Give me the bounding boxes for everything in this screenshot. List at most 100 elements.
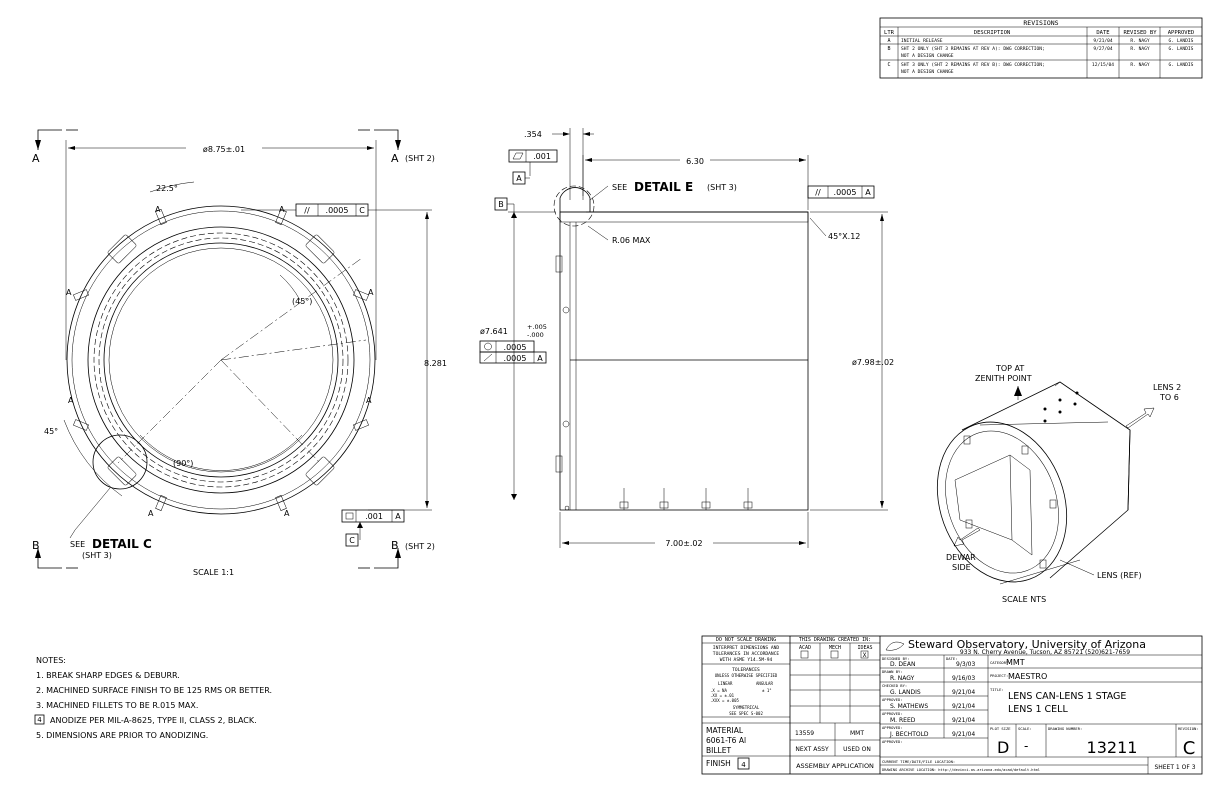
note-item: 3. MACHINED FILLETS TO BE R.015 MAX. (36, 701, 198, 710)
note-item: 1. BREAK SHARP EDGES & DEBURR. (36, 671, 180, 680)
ideas-checkmark: X (863, 652, 867, 659)
file-location-label: CURRENT TIME/DATE/FILE LOCATION: (882, 759, 955, 764)
tol-angular: ± 1° (762, 688, 772, 693)
note-item: 5. DIMENSIONS ARE PRIOR TO ANODIZING. (36, 731, 208, 740)
rev-row-approved: G. LANDIS (1169, 38, 1194, 44)
tol-xx: .XX = ±.01 (710, 693, 735, 698)
rev-row-desc-2: NOT A DESIGN CHANGE (901, 69, 954, 75)
note-item: ANODIZE PER MIL-A-8625, TYPE II, CLASS 2… (50, 716, 257, 725)
to-6-label: TO 6 (1159, 393, 1179, 402)
see-detail-c-prefix: SEE (70, 540, 85, 549)
rev-row-by: R. NAGY (1130, 62, 1150, 68)
finish-flag: 4 (741, 761, 746, 769)
interpret-line-1: INTERPRET DIMENSIONS AND (713, 645, 780, 651)
next-assy-number: 13559 (795, 730, 814, 737)
unless-specified: UNLESS OTHERWISE SPECIFIED (715, 673, 778, 678)
angle-45-paren: (45°) (292, 297, 312, 306)
side-flatness-value: .001 (533, 152, 551, 161)
leader-a: A (66, 288, 72, 297)
approved-1-date: 9/21/04 (952, 703, 975, 710)
designed-by: D. DEAN (890, 661, 915, 668)
top-at-label: TOP AT (995, 364, 1024, 373)
iso-scale-label: SCALE NTS (1002, 595, 1046, 604)
rev-header-ltr: LTR (884, 30, 895, 36)
approved-2-label: APPROVED: (882, 711, 903, 716)
scale-label: SCALE: (1018, 726, 1032, 731)
chamfer-45x12: 45°X.12 (828, 232, 860, 241)
angular-label: ANGULAR (756, 681, 773, 686)
leader-a: A (284, 509, 290, 518)
runout-value: .0005 (504, 354, 527, 363)
inner-diameter-7641: ø7.641 (480, 327, 508, 336)
scale-value: - (1024, 739, 1028, 753)
tolerances-heading: TOLERANCES (732, 667, 760, 673)
detail-c-label: DETAIL C (92, 537, 152, 551)
drawing-title-2: LENS 1 CELL (1008, 704, 1068, 715)
plot-size: D (997, 738, 1009, 757)
rev-header-date: DATE (1096, 30, 1109, 36)
lens-ref-label: LENS (REF) (1097, 571, 1142, 580)
drawn-by-label: DRAWN BY: (882, 669, 903, 674)
inner-diameter-tol-lower: -.000 (527, 331, 544, 339)
circularity-value: .0005 (504, 343, 527, 352)
linear-label: LINEAR (718, 681, 733, 686)
notes-title: NOTES: (36, 656, 66, 665)
section-b-sheet-ref: (SHT 2) (405, 542, 435, 551)
project: MAESTRO (1008, 672, 1047, 681)
length-700: 7.00±.02 (665, 539, 702, 548)
leader-a: A (155, 205, 161, 214)
revision-label: REVISION: (1178, 726, 1199, 731)
created-in: THIS DRAWING CREATED IN: (799, 637, 871, 643)
used-on-value: MMT (850, 730, 864, 737)
runout-datum: A (537, 354, 543, 363)
side-parallelism-symbol: // (815, 188, 821, 197)
archive-location: DRAWING ARCHIVE LOCATION: http://devinci… (882, 768, 1040, 772)
ideas-label: IDEAS (857, 645, 872, 651)
approved-3-date: 9/21/04 (952, 731, 975, 738)
material-label: MATERIAL (706, 726, 744, 735)
symmetrical: SYMMETRICAL (733, 705, 760, 710)
section-label-b-right: B (391, 539, 399, 552)
rev-row-date: 9/21/04 (1093, 38, 1113, 44)
parallelism-datum: C (359, 206, 365, 215)
rev-row-desc: SHT 3 ONLY (SHT 2 REMAINS AT REV B): DWG… (901, 62, 1045, 68)
rev-row-date: 9/27/04 (1093, 46, 1113, 52)
approved-1-label: APPROVED: (882, 697, 903, 702)
rev-row-desc-2: NOT A DESIGN CHANGE (901, 53, 954, 59)
leader-a: A (368, 288, 374, 297)
revision-letter: C (1183, 738, 1196, 759)
material-spec: 6061-T6 Al (706, 736, 746, 745)
rev-row-ltr: C (887, 62, 890, 68)
designed-by-label: DESIGNED BY: (882, 656, 909, 661)
rev-row-desc: SHT 2 ONLY (SHT 3 REMAINS AT REV A): DWG… (901, 46, 1045, 52)
side-parallelism-value: .0005 (834, 188, 857, 197)
drawing-number: 13211 (1087, 738, 1138, 757)
mech-label: MECH (829, 645, 841, 651)
approved-4-label: APPROVED: (882, 739, 903, 744)
detail-e-sheet-ref: (SHT 3) (707, 183, 737, 192)
drawing-title-1: LENS CAN-LENS 1 STAGE (1008, 691, 1126, 702)
revisions-table: REVISIONS LTR DESCRIPTION DATE REVISED B… (879, 17, 1203, 79)
angle-22-5: 22.5° (156, 184, 178, 193)
category: MMT (1006, 658, 1025, 667)
side-datum-a: A (516, 174, 522, 183)
drawn-by: R. NAGY (890, 675, 915, 682)
front-view-scale: SCALE 1:1 (193, 568, 234, 577)
title-label: TITLE: (990, 687, 1004, 692)
interpret-line-3: WITH ASME Y14.5M-94 (720, 657, 773, 663)
date-label: DATE: (946, 656, 957, 661)
side-view: .354 .001 A B 6.30 SEE DETAIL E (SHT 3) (479, 128, 894, 549)
checked-by: G. LANDIS (890, 689, 921, 696)
dim-630: 6.30 (686, 157, 704, 166)
sheet-number: SHEET 1 OF 3 (1154, 764, 1195, 771)
dewar-label: DEWAR (946, 553, 976, 562)
height-8281-dim: 8.281 (424, 359, 447, 368)
lens-2-label: LENS 2 (1153, 383, 1181, 392)
rev-header-desc: DESCRIPTION (974, 30, 1010, 36)
note-flag-4: 4 (37, 716, 42, 724)
used-on-label: USED ON (843, 746, 871, 753)
dim-354: .354 (524, 130, 542, 139)
detail-c-sheet-ref: (SHT 3) (82, 551, 112, 560)
do-not-scale: DO NOT SCALE DRAWING (716, 637, 776, 643)
